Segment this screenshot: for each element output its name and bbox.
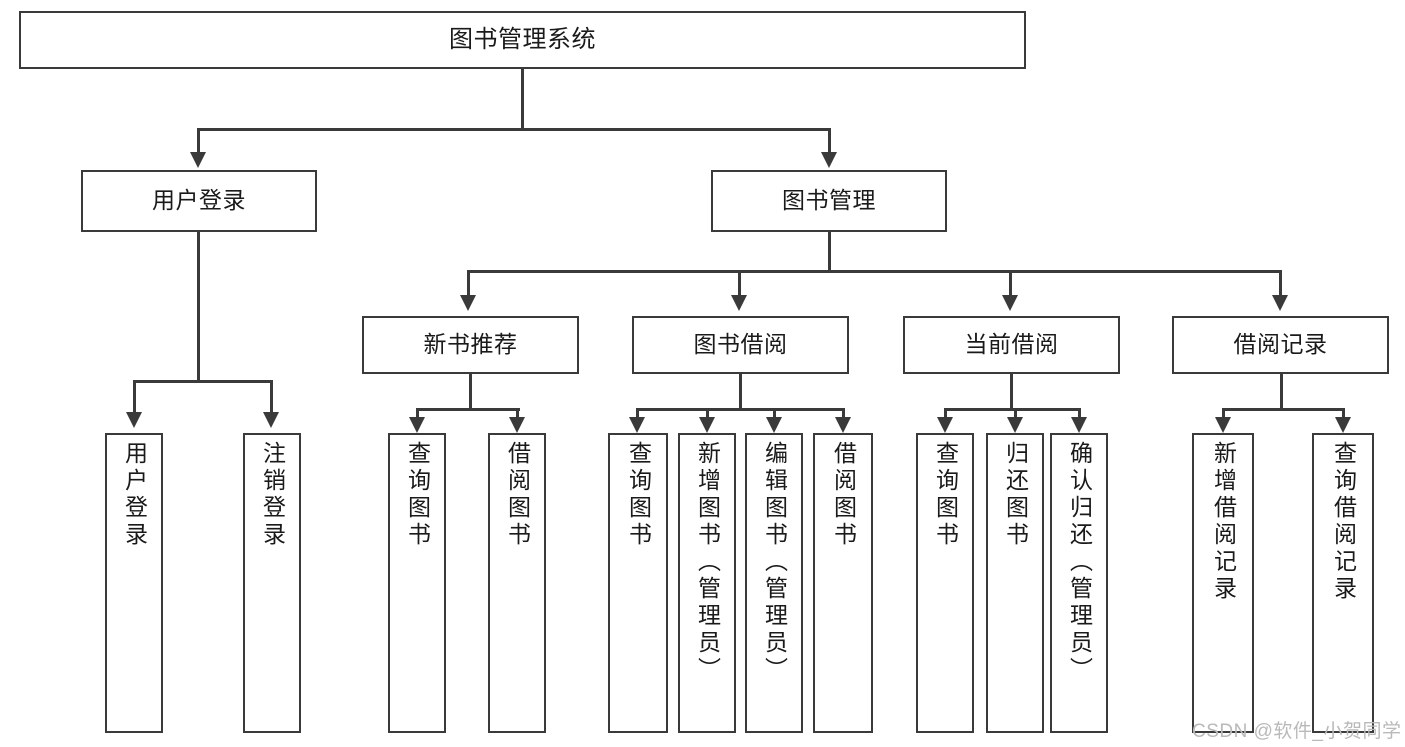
node-label: 借阅记录 <box>1233 331 1328 358</box>
node-leaf-query-book-current[interactable]: 查询图书 <box>916 433 974 733</box>
edge-book-manage-to-l3-1 <box>738 270 741 296</box>
edge-user-login-stem <box>197 232 200 382</box>
node-label: 新增图书（管理员） <box>694 441 721 684</box>
arrow-user-login-to-leaf-1 <box>126 412 142 428</box>
arrow-current-borrow-to-leaf-3 <box>1071 417 1087 433</box>
node-leaf-confirm-return-admin[interactable]: 确认归还（管理员） <box>1050 433 1108 733</box>
arrow-current-borrow-to-leaf-2 <box>1007 417 1023 433</box>
edge-borrow-record-bus <box>1222 408 1344 411</box>
node-leaf-borrow-book-new-rec[interactable]: 借阅图书 <box>488 433 546 733</box>
node-label: 借阅图书 <box>504 441 531 549</box>
node-borrow-record[interactable]: 借阅记录 <box>1172 316 1389 374</box>
node-leaf-add-borrow-record[interactable]: 新增借阅记录 <box>1192 433 1254 733</box>
arrow-book-manage-to-book-borrow <box>731 295 747 311</box>
edge-user-login-to-leaf-1 <box>133 380 136 413</box>
node-leaf-query-borrow-record[interactable]: 查询借阅记录 <box>1312 433 1374 733</box>
arrow-new-book-rec-to-leaf-1 <box>409 417 425 433</box>
node-leaf-query-book-new-rec[interactable]: 查询图书 <box>388 433 446 733</box>
arrow-root-to-user-login <box>190 152 206 168</box>
edge-user-login-bus <box>133 380 272 383</box>
node-label: 编辑图书（管理员） <box>761 441 788 684</box>
node-label: 图书借阅 <box>693 331 788 358</box>
arrow-book-manage-to-current-borrow <box>1002 295 1018 311</box>
arrow-book-manage-to-borrow-record <box>1272 295 1288 311</box>
node-current-borrow[interactable]: 当前借阅 <box>903 316 1120 374</box>
arrow-current-borrow-to-leaf-1 <box>937 417 953 433</box>
edge-book-manage-bus <box>467 270 1282 273</box>
edge-current-borrow-bus <box>944 408 1079 411</box>
node-label: 查询借阅记录 <box>1330 441 1357 603</box>
edge-book-manage-stem <box>828 232 831 272</box>
arrow-book-borrow-to-leaf-2 <box>699 417 715 433</box>
edge-root-to-book-manage <box>828 128 831 154</box>
arrow-book-manage-to-new-book-rec <box>460 295 476 311</box>
arrow-book-borrow-to-leaf-1 <box>629 417 645 433</box>
node-label: 借阅图书 <box>830 441 857 549</box>
node-label: 确认归还（管理员） <box>1066 441 1093 684</box>
node-label: 用户登录 <box>121 441 148 549</box>
node-label: 新增借阅记录 <box>1210 441 1237 603</box>
edge-book-borrow-stem <box>739 374 742 410</box>
node-label: 查询图书 <box>625 441 652 549</box>
node-leaf-edit-book-admin[interactable]: 编辑图书（管理员） <box>745 433 803 733</box>
node-leaf-return-book[interactable]: 归还图书 <box>986 433 1044 733</box>
edge-current-borrow-stem <box>1010 374 1013 410</box>
arrow-book-borrow-to-leaf-4 <box>835 417 851 433</box>
node-label: 查询图书 <box>932 441 959 549</box>
arrow-user-login-to-leaf-2 <box>263 412 279 428</box>
arrow-book-borrow-to-leaf-3 <box>766 417 782 433</box>
node-root-book-management-system[interactable]: 图书管理系统 <box>19 11 1026 69</box>
edge-root-stem <box>521 69 524 130</box>
node-label: 查询图书 <box>404 441 431 549</box>
node-leaf-logout[interactable]: 注销登录 <box>243 433 301 733</box>
arrow-borrow-record-to-leaf-1 <box>1215 417 1231 433</box>
edge-root-bus <box>197 128 831 131</box>
edge-book-borrow-bus <box>636 408 844 411</box>
node-label: 归还图书 <box>1002 441 1029 549</box>
edge-root-to-user-login <box>197 128 200 154</box>
node-label: 图书管理系统 <box>449 25 596 53</box>
node-leaf-add-book-admin[interactable]: 新增图书（管理员） <box>678 433 736 733</box>
edge-new-book-rec-bus <box>416 408 520 411</box>
node-label: 图书管理 <box>782 187 876 214</box>
node-leaf-borrow-book[interactable]: 借阅图书 <box>813 433 873 733</box>
edge-user-login-to-leaf-2 <box>270 380 273 413</box>
node-leaf-user-login[interactable]: 用户登录 <box>105 433 163 733</box>
node-label: 注销登录 <box>259 441 286 549</box>
arrow-root-to-book-manage <box>821 152 837 168</box>
edge-book-manage-to-l3-0 <box>467 270 470 296</box>
edge-book-manage-to-l3-2 <box>1009 270 1012 296</box>
arrow-new-book-rec-to-leaf-2 <box>509 417 525 433</box>
arrow-borrow-record-to-leaf-2 <box>1335 417 1351 433</box>
node-label: 当前借阅 <box>964 331 1059 358</box>
edge-borrow-record-stem <box>1280 374 1283 410</box>
node-book-borrow[interactable]: 图书借阅 <box>632 316 849 374</box>
node-book-management[interactable]: 图书管理 <box>711 170 947 232</box>
csdn-watermark: CSDN @软件_小贺同学 <box>1192 721 1402 742</box>
node-user-login[interactable]: 用户登录 <box>81 170 317 232</box>
node-new-book-recommend[interactable]: 新书推荐 <box>362 316 579 374</box>
edge-new-book-rec-stem <box>469 374 472 410</box>
edge-book-manage-to-l3-3 <box>1279 270 1282 296</box>
node-leaf-query-book-borrow[interactable]: 查询图书 <box>608 433 668 733</box>
node-label: 用户登录 <box>152 187 246 214</box>
node-label: 新书推荐 <box>423 331 518 358</box>
